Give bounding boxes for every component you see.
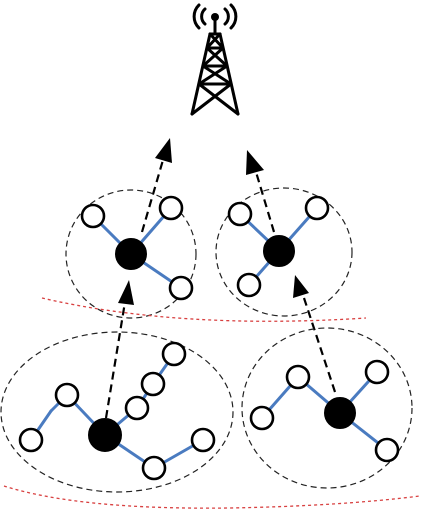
signal-wave-right-inner	[223, 7, 230, 26]
relay-arrow-lower-right	[293, 275, 337, 393]
cluster-head-node	[263, 235, 295, 267]
cluster-head-node	[324, 397, 356, 429]
tower-brace-b	[197, 32, 240, 116]
signal-wave-left-outer	[192, 3, 201, 30]
member-node	[18, 427, 44, 453]
member-node	[158, 195, 184, 221]
antenna-tip	[211, 13, 219, 21]
uplink-arrow-upper-right	[246, 150, 276, 233]
signal-wave-right-outer	[229, 3, 238, 30]
cell-tower-icon	[190, 3, 240, 116]
member-node	[236, 272, 262, 298]
member-node	[285, 364, 311, 390]
cluster-boundary-lower-left	[0, 331, 234, 493]
uplink-arrow-upper-left	[140, 138, 172, 233]
member-node	[161, 341, 187, 367]
cluster-boundary-upper-left	[65, 189, 197, 319]
member-node	[249, 405, 275, 431]
tower-brace-a	[190, 32, 233, 116]
cluster-boundary-upper-right	[215, 187, 353, 317]
member-node	[304, 195, 330, 221]
cluster-head-node	[88, 418, 122, 452]
member-node	[168, 275, 194, 301]
member-node	[140, 371, 166, 397]
member-node	[141, 455, 167, 481]
cluster-upper-left	[80, 195, 194, 301]
relay-arrow-lower-left	[104, 280, 134, 419]
cluster-head-node	[115, 238, 147, 270]
member-node	[54, 382, 80, 408]
cluster-boundary-lower-right	[241, 327, 413, 489]
member-node	[124, 395, 150, 421]
cluster-lower-left	[18, 341, 216, 481]
cluster-lower-right	[249, 359, 400, 463]
member-node	[80, 203, 106, 229]
member-node	[227, 201, 253, 227]
member-node	[190, 427, 216, 453]
signal-wave-left-inner	[200, 7, 207, 26]
cluster-upper-right	[227, 195, 330, 298]
member-node	[364, 359, 390, 385]
member-node	[374, 437, 400, 463]
tier-separator-upper	[41, 297, 367, 322]
tier-separator-lower	[3, 485, 421, 509]
